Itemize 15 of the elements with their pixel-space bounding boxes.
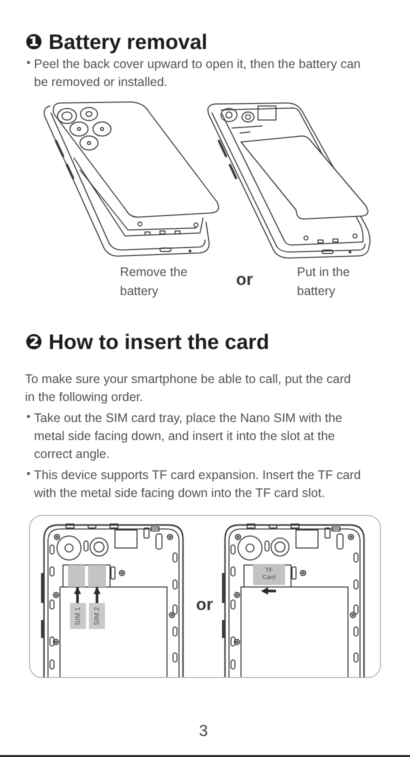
or-text: or	[196, 595, 213, 615]
instruction-text: Peel the back cover upward to open it, then the battery can be removed or installed.	[34, 56, 362, 91]
instruction-text: This device supports TF card expansion. Insert the TF card with the metal side facing down into the TF card slot.	[34, 467, 362, 502]
page-number: 3	[199, 722, 208, 742]
section-heading: ❶ Battery removal	[25, 30, 208, 56]
or-text: or	[236, 270, 253, 290]
section-heading: ❷ How to insert the card	[25, 330, 270, 356]
instruction-text: To make sure your smartphone be able to call, put the card in the following order.	[25, 371, 352, 406]
caption-text: Put in the battery	[297, 264, 351, 300]
instruction-text: Take out the SIM card tray, place the Nano SIM with the metal side facing down, and insert it into the slot at the correct angle.	[34, 410, 344, 463]
arrow	[94, 587, 100, 603]
arrow	[74, 587, 81, 603]
caption-text: Remove the battery	[120, 264, 188, 300]
sim-card-slot	[68, 565, 85, 587]
sim-card-slot	[88, 565, 106, 587]
